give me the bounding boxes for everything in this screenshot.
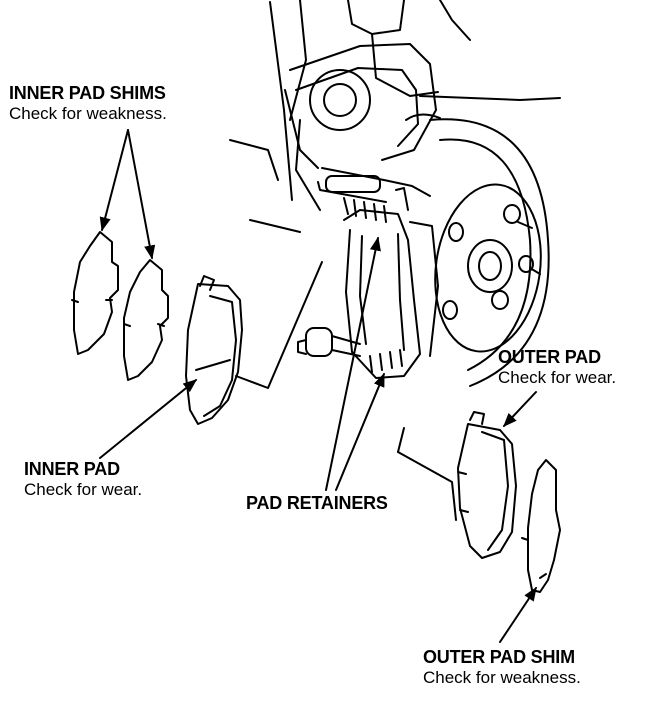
strut-structure — [229, 0, 561, 233]
label-outer-pad-note: Check for wear. — [498, 367, 617, 387]
inner-pad — [185, 275, 243, 425]
outer-pad-shim — [521, 459, 561, 593]
label-outer-pad-shim: OUTER PAD SHIM Check for weakness. — [423, 648, 581, 687]
label-inner-pad-shims-title: INNER PAD SHIMS — [9, 83, 166, 103]
label-inner-pad-note: Check for wear. — [24, 479, 143, 499]
inner-pad-shim-2 — [123, 259, 169, 381]
caliper-bracket — [317, 167, 439, 379]
outer-pad-leader-line — [397, 451, 457, 521]
label-inner-pad-shims: INNER PAD SHIMS Check for weakness. — [9, 84, 167, 123]
guide-pin — [297, 327, 361, 357]
label-pad-retainers: PAD RETAINERS — [246, 494, 388, 513]
inner-pad-leader-line — [235, 261, 323, 389]
label-outer-pad-title: OUTER PAD — [498, 347, 601, 367]
label-pad-retainers-title: PAD RETAINERS — [246, 493, 388, 513]
label-inner-pad: INNER PAD Check for wear. — [24, 460, 142, 499]
outer-pad — [457, 411, 517, 559]
label-arrows — [99, 129, 537, 643]
label-outer-pad: OUTER PAD Check for wear. — [498, 348, 616, 387]
label-outer-pad-shim-title: OUTER PAD SHIM — [423, 647, 575, 667]
inner-pad-shim-1 — [71, 231, 119, 355]
knuckle-upper-arm — [289, 43, 437, 211]
brake-disc — [405, 113, 550, 387]
label-outer-pad-shim-note: Check for weakness. — [423, 667, 581, 687]
label-inner-pad-shims-note: Check for weakness. — [9, 103, 167, 123]
wheel-hub — [434, 183, 542, 353]
label-inner-pad-title: INNER PAD — [24, 459, 120, 479]
